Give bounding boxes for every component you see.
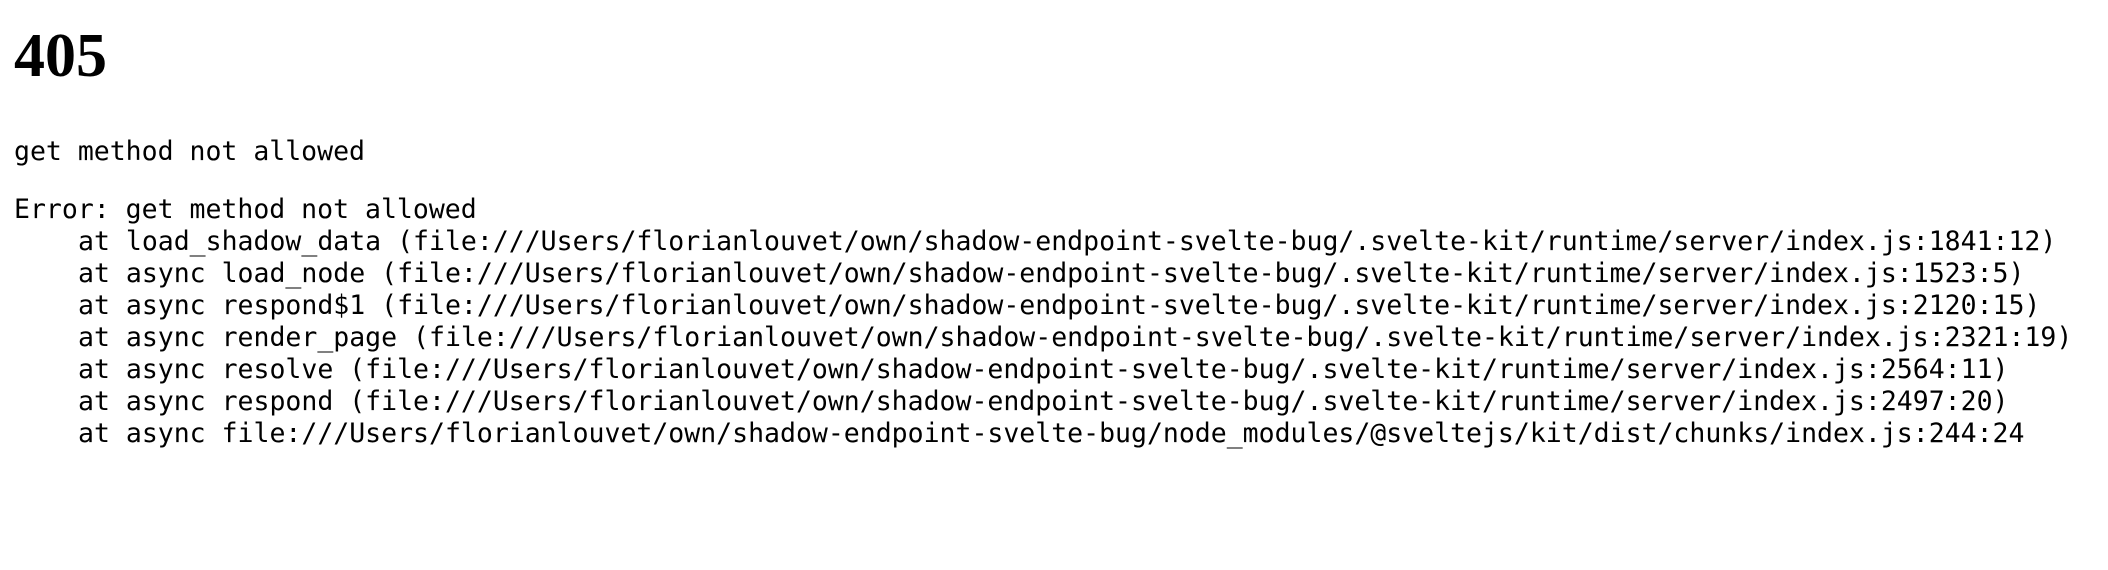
stack-trace-header: Error: get method not allowed <box>14 194 477 225</box>
stack-frame: at async file:///Users/florianlouvet/own… <box>78 418 2025 449</box>
stack-frame: at async render_page (file:///Users/flor… <box>78 322 2073 353</box>
stack-frame: at load_shadow_data (file:///Users/flori… <box>78 226 2057 257</box>
stack-frame: at async resolve (file:///Users/florianl… <box>78 354 2009 385</box>
stack-frame: at async respond$1 (file:///Users/floria… <box>78 290 2041 321</box>
error-page: 405 get method not allowed Error: get me… <box>14 0 2094 449</box>
status-code-heading: 405 <box>14 22 107 90</box>
stack-frame: at async respond (file:///Users/florianl… <box>78 386 2009 417</box>
stack-frame: at async load_node (file:///Users/floria… <box>78 258 2025 289</box>
error-message: get method not allowed <box>14 136 365 167</box>
